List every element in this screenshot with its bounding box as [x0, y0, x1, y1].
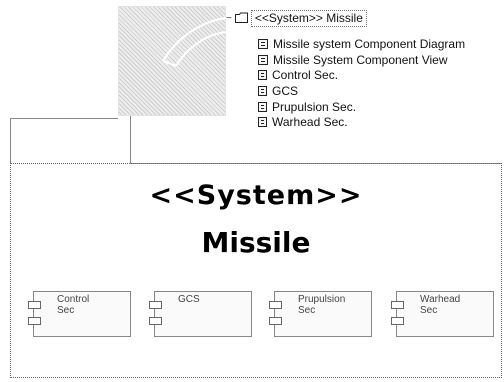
tree-root[interactable]: − <<System>> Missile: [226, 10, 367, 27]
component-port: [149, 301, 162, 309]
connector-line: [130, 116, 131, 164]
tree-item-label: Missile system Component Diagram: [273, 37, 465, 51]
component-label: Warhead Sec: [420, 294, 490, 316]
component-label: Control Sec: [57, 294, 127, 316]
tree-item[interactable]: Missile System Component View: [258, 52, 465, 68]
tree-item[interactable]: Missile system Component Diagram: [258, 36, 465, 52]
component-diagram-panel: <<System>> Missile Control Sec GCS Prupu…: [10, 163, 502, 378]
component-port: [391, 301, 404, 309]
tree-item[interactable]: Prupulsion Sec.: [258, 99, 465, 115]
component-port: [28, 301, 41, 309]
tree-item-label: Prupulsion Sec.: [272, 100, 356, 114]
component-box[interactable]: Warhead Sec: [396, 291, 494, 337]
component-box[interactable]: Prupulsion Sec: [274, 291, 372, 337]
diagram-icon: [258, 39, 268, 49]
tree-item[interactable]: Warhead Sec.: [258, 114, 465, 130]
diagram-thumbnail: [118, 6, 226, 116]
component-label: Prupulsion Sec: [298, 294, 368, 316]
component-port: [269, 317, 282, 325]
component-port: [269, 301, 282, 309]
tree-item[interactable]: Control Sec.: [258, 67, 465, 83]
tree-item[interactable]: GCS: [258, 83, 465, 99]
connector-line: [10, 118, 11, 164]
collapse-icon[interactable]: −: [226, 13, 232, 24]
tree-children: Missile system Component Diagram Missile…: [258, 36, 465, 130]
component-port: [28, 317, 41, 325]
component-box[interactable]: GCS: [154, 291, 252, 337]
tree-item-label: Missile System Component View: [273, 53, 448, 67]
diagram-icon: [258, 55, 268, 65]
component-port: [149, 317, 162, 325]
component-box[interactable]: Control Sec: [33, 291, 131, 337]
component-port: [391, 317, 404, 325]
component-icon: [258, 70, 267, 80]
tree-item-label: GCS: [272, 84, 298, 98]
tree-item-label: Warhead Sec.: [272, 115, 348, 129]
package-folder-icon: [235, 12, 248, 26]
tree-item-label: Control Sec.: [272, 68, 338, 82]
component-icon: [258, 102, 267, 112]
curve-graphic: [118, 6, 226, 116]
stereotype-label: <<System>>: [11, 180, 501, 211]
component-label: GCS: [178, 294, 248, 305]
tree-root-label: <<System>> Missile: [251, 10, 367, 27]
component-icon: [258, 117, 267, 127]
component-icon: [258, 86, 267, 96]
system-name: Missile: [11, 226, 501, 259]
connector-line: [10, 118, 118, 119]
